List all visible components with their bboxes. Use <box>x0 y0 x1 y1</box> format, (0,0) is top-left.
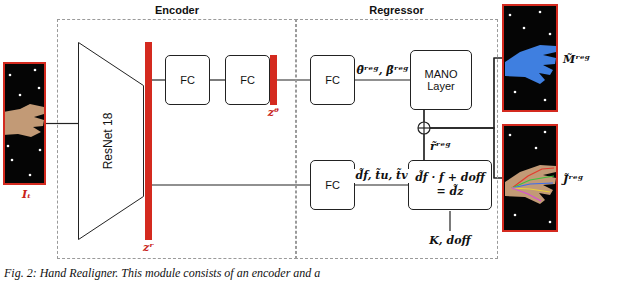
image-ground <box>502 4 558 112</box>
joint-output: J̃ʳᵉᵍ <box>502 124 558 232</box>
figure-label: M̃ʳᵉᵍ <box>563 53 590 67</box>
box-label: FC <box>180 74 195 86</box>
box-label: d̃f · f + doff = d̃z <box>413 171 487 199</box>
encoder-group: EncoderResNet 18zʳFCFCzᶿ <box>58 20 296 258</box>
equation-box: d̃f · f + doff = d̃z <box>408 160 492 210</box>
sum-symbol <box>418 122 430 134</box>
fc-box: FC <box>165 55 210 105</box>
fc-box: FC <box>310 160 355 210</box>
figure-label: J̃ʳᵉᵍ <box>563 173 583 187</box>
hand-skeleton <box>512 168 554 201</box>
mano-box: MANO Layer <box>410 50 472 110</box>
edge-label: θ̃ʳᵉᵍ, β̃ʳᵉᵍ <box>355 64 409 78</box>
figure-label: zʳ <box>143 241 154 255</box>
box-label: ResNet 18 <box>101 113 115 170</box>
connector <box>355 184 408 185</box>
image-ground <box>502 124 558 232</box>
hand <box>3 104 44 137</box>
connector <box>46 123 78 124</box>
mesh-image <box>502 4 558 112</box>
figure-label: Iₜ <box>22 188 31 202</box>
feature-bar: zᶿ <box>270 55 277 105</box>
trapezoid-shape <box>79 43 144 240</box>
feature-bar: zʳ <box>145 42 152 240</box>
fc-box: FC <box>310 55 355 105</box>
mesh-output: M̃ʳᵉᵍ <box>502 4 558 112</box>
resnet-trapezoid: ResNet 18 <box>78 42 144 240</box>
connector <box>152 184 310 185</box>
regressor-group: RegressorFCMANO LayerFCd̃f · f + doff = … <box>296 20 497 258</box>
input-image: Iₜ <box>3 62 46 185</box>
box-label: FC <box>325 74 340 86</box>
hand-mesh <box>505 45 556 84</box>
box-label: FC <box>325 179 340 191</box>
input-label: K, doff <box>428 234 471 248</box>
box-label: FC <box>240 74 255 86</box>
connector <box>355 79 410 80</box>
edge-label: d̃f, t̃u, t̃v <box>354 169 408 183</box>
image-ground <box>3 62 46 185</box>
connector <box>277 79 310 80</box>
input-image <box>3 62 46 185</box>
fc-box: FC <box>225 55 270 105</box>
figure-caption: Fig. 2: Hand Realigner. This module cons… <box>4 266 320 281</box>
connector <box>152 79 165 80</box>
group-heading: Encoder <box>58 4 296 16</box>
joint-image <box>502 124 558 232</box>
edge-label: r̃ʳᵉᵍ <box>429 140 452 154</box>
figure-label: zᶿ <box>268 106 279 120</box>
group-heading: Regressor <box>296 4 497 16</box>
input-line <box>449 211 450 231</box>
hand <box>505 165 556 204</box>
box-label: MANO Layer <box>415 68 467 92</box>
connector <box>210 79 225 80</box>
